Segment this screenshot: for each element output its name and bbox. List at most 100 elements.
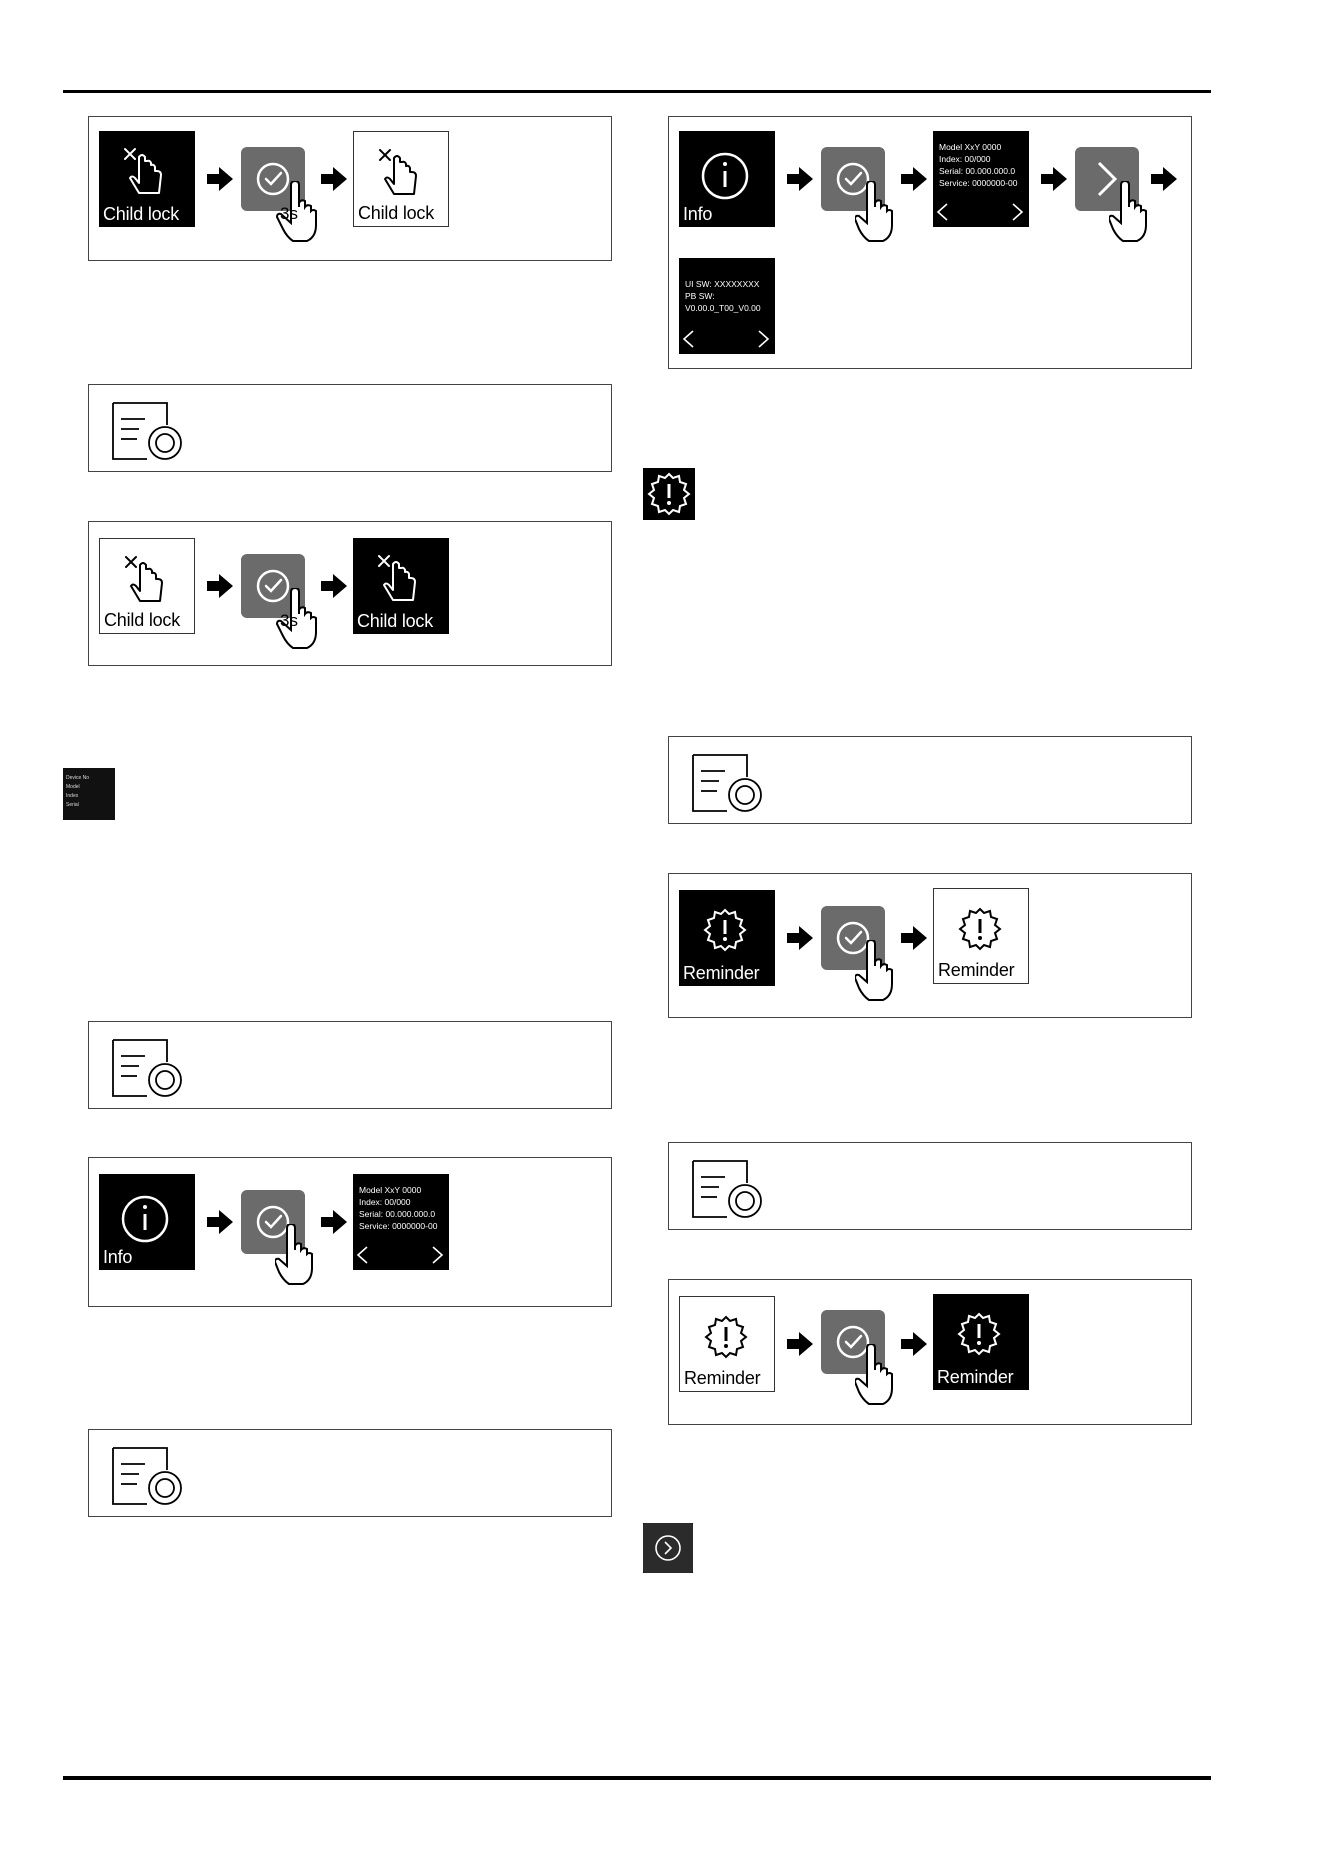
info-screen: Model XxY 0000 Index: 00/000 Serial: 00.… (933, 131, 1029, 227)
settings-panel (88, 384, 612, 472)
reminder-gear-icon (643, 468, 695, 520)
check-icon (256, 1205, 290, 1239)
child-lock-label: Child lock (103, 204, 180, 224)
chevron-right-icon (432, 1246, 444, 1264)
reminder-on-panel: Reminder Reminder (668, 1279, 1192, 1425)
check-icon (836, 162, 870, 196)
arrow-right-icon (787, 926, 813, 950)
info-line: Model XxY 0000 (359, 1185, 422, 1195)
reminder-gear-icon (703, 908, 747, 952)
arrow-right-icon (787, 167, 813, 191)
info-detail-panel: Info Model XxY 0000 Index: 00/000 Serial… (668, 116, 1192, 369)
settings-icon (112, 1447, 182, 1505)
reminder-tile: Reminder (933, 1294, 1029, 1390)
menu-line: Device No (66, 775, 90, 781)
info-line: Index: 00/000 (359, 1197, 411, 1207)
check-icon (836, 1325, 870, 1359)
arrow-right-icon (1041, 167, 1067, 191)
arrow-right-icon (321, 167, 347, 191)
nav-chevrons (356, 1246, 444, 1264)
info-label: Info (683, 204, 713, 224)
reminder-label: Reminder (684, 1368, 761, 1388)
arrow-right-icon (207, 167, 233, 191)
info-line: Model XxY 0000 (939, 142, 1002, 152)
reminder-off-panel: Reminder Reminder (668, 873, 1192, 1018)
software-screen: UI SW: XXXXXXXX PB SW: V0.00.0_T00_V0.00 (679, 258, 775, 354)
hand-touch-icon (855, 1344, 893, 1405)
reminder-tile: Reminder (679, 1296, 775, 1392)
device-menu-screen: Device No Model Index Serial (63, 768, 115, 820)
arrow-right-icon (901, 167, 927, 191)
child-lock-icon (125, 556, 163, 602)
nav-chevrons (936, 203, 1024, 221)
child-lock-icon (379, 149, 417, 195)
arrow-right-icon (787, 1332, 813, 1356)
arrow-right-icon (321, 574, 347, 598)
software-line: PB SW: (685, 291, 715, 301)
child-lock-label: Child lock (357, 611, 434, 631)
hand-touch-icon (855, 181, 893, 242)
child-lock-activate-panel: Child lock 3s Child lock (88, 116, 612, 261)
settings-panel (668, 1142, 1192, 1230)
child-lock-deactivate-panel: Child lock 3s Child lock (88, 521, 612, 666)
software-line: V0.00.0_T00_V0.00 (685, 303, 761, 313)
menu-line: Serial (66, 802, 79, 808)
hold-time-label: 3s (280, 204, 298, 223)
confirm-button[interactable] (241, 554, 305, 618)
menu-line: Index (66, 793, 79, 799)
child-lock-tile-off: Child lock (99, 131, 195, 227)
settings-icon (692, 754, 762, 812)
software-line: UI SW: XXXXXXXX (685, 279, 760, 289)
child-lock-tile-on: Child lock (353, 131, 449, 227)
check-icon (836, 921, 870, 955)
settings-icon (112, 402, 182, 460)
footer-rule (63, 1776, 1211, 1780)
arrow-right-icon (207, 1210, 233, 1234)
hand-touch-icon (1109, 181, 1147, 242)
info-screen: Model XxY 0000 Index: 00/000 Serial: 00.… (353, 1174, 449, 1270)
settings-panel (668, 736, 1192, 824)
info-line: Service: 0000000-00 (939, 178, 1018, 188)
hand-touch-3s-icon: 3s (275, 181, 317, 242)
info-label: Info (103, 1247, 133, 1267)
nav-chevrons (682, 330, 770, 348)
info-line: Serial: 00.000.000.0 (359, 1209, 436, 1219)
info-panel: Info Model XxY 0000 Index: 00/000 Serial… (88, 1157, 612, 1307)
chevron-right-icon (1097, 161, 1118, 197)
reminder-gear-icon (957, 1312, 1001, 1356)
arrow-right-icon (1151, 167, 1177, 191)
hand-touch-3s-icon: 3s (275, 588, 317, 649)
hold-time-label: 3s (280, 611, 298, 630)
chevron-right-icon (758, 330, 770, 348)
settings-panel (88, 1021, 612, 1109)
arrow-right-icon (901, 926, 927, 950)
child-lock-label: Child lock (104, 610, 181, 630)
child-lock-icon (124, 148, 162, 194)
info-tile: Info (99, 1174, 195, 1270)
confirm-button[interactable] (241, 1190, 305, 1254)
info-tile: Info (679, 131, 775, 227)
settings-icon (112, 1039, 182, 1097)
hand-touch-icon (275, 1224, 313, 1285)
arrow-right-icon (321, 1210, 347, 1234)
arrow-right-icon (901, 1332, 927, 1356)
next-circle-icon[interactable] (643, 1523, 693, 1573)
reminder-gear-icon (704, 1315, 748, 1359)
chevron-left-icon (682, 330, 694, 348)
settings-icon (692, 1160, 762, 1218)
info-icon (701, 152, 749, 200)
menu-line: Model (66, 784, 80, 790)
check-icon (256, 162, 290, 196)
chevron-left-icon (936, 203, 948, 221)
confirm-button[interactable] (821, 147, 885, 211)
reminder-tile: Reminder (679, 890, 775, 986)
reminder-label: Reminder (683, 963, 760, 983)
child-lock-label: Child lock (358, 203, 435, 223)
chevron-right-icon (1012, 203, 1024, 221)
header-rule (63, 90, 1211, 93)
check-icon (256, 569, 290, 603)
child-lock-tile-on: Child lock (99, 538, 195, 634)
info-line: Service: 0000000-00 (359, 1221, 438, 1231)
reminder-label: Reminder (938, 960, 1015, 980)
info-line: Index: 00/000 (939, 154, 991, 164)
